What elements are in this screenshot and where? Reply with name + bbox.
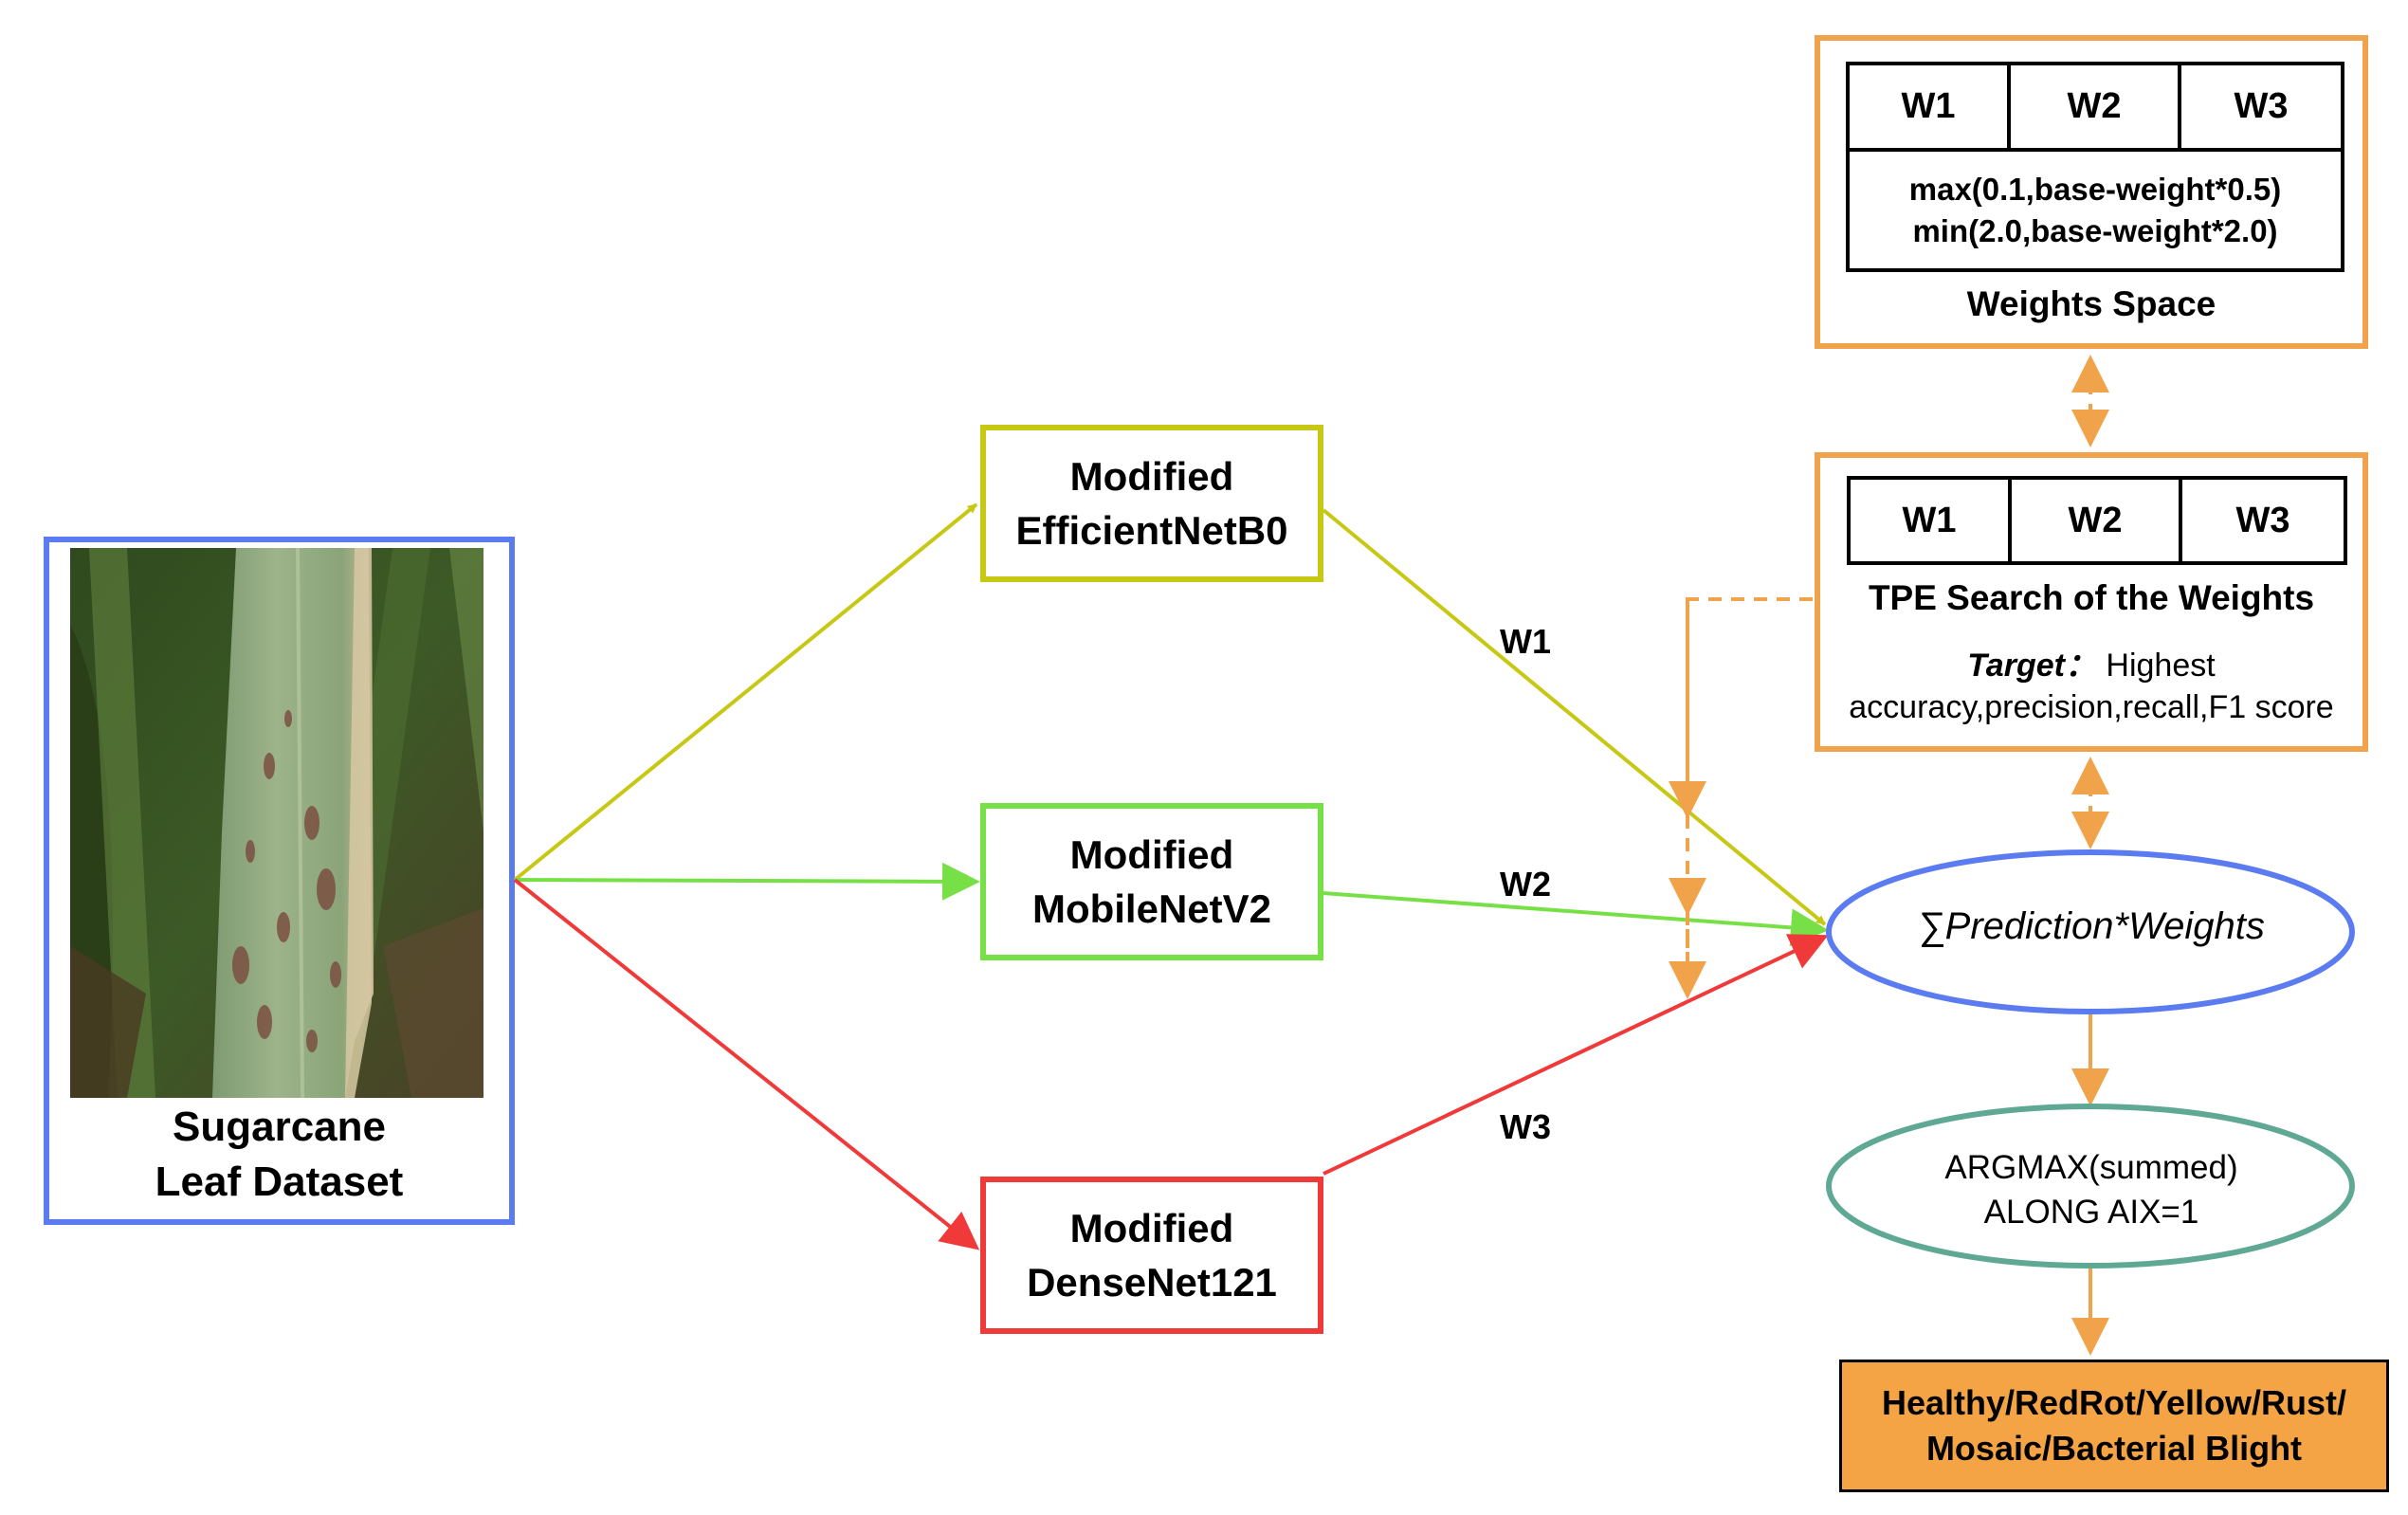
tpe-target-line: Target： Highest	[1815, 645, 2368, 686]
tpe-search-box	[1815, 452, 2368, 752]
weights-space-header-row: W1 W2 W3	[1850, 65, 2341, 152]
model-mobilenetv2-line2: MobileNetV2	[1031, 886, 1272, 931]
model-densenet121-line2: DenseNet121	[1027, 1260, 1277, 1305]
arrow-dataset-to-efficientnet	[513, 502, 978, 882]
argmax-line2: ALONG AIX=1	[1983, 1194, 2199, 1231]
model-densenet121-line1: Modified	[1069, 1206, 1234, 1250]
weights-space-formula-line1: max(0.1,base-weight*0.5)	[1908, 171, 2282, 207]
tpe-header-w1: W1	[1851, 480, 2012, 561]
arrow-efficientnet-to-ensemble	[1322, 508, 1827, 926]
dataset-label-line1: Sugarcane	[173, 1104, 386, 1150]
model-efficientnetb0: Modified EfficientNetB0	[980, 425, 1323, 582]
weights-space-formula: max(0.1,base-weight*0.5) min(2.0,base-we…	[1850, 152, 2341, 268]
tpe-header-w2: W2	[2012, 480, 2182, 561]
tpe-weights-table: W1 W2 W3	[1847, 476, 2347, 565]
tpe-target-metrics: accuracy,precision,recall,F1 score	[1849, 689, 2334, 725]
dashed-tpe-to-weights	[1686, 597, 1813, 991]
output-classes-box: Healthy/RedRot/Yellow/Rust/ Mosaic/Bacte…	[1839, 1360, 2389, 1492]
argmax-text: ARGMAX(summed) ALONG AIX=1	[1830, 1145, 2353, 1234]
output-line1: Healthy/RedRot/Yellow/Rust/	[1881, 1383, 2347, 1422]
weights-space-header-w1: W1	[1850, 65, 2011, 148]
model-mobilenetv2: Modified MobileNetV2	[980, 803, 1323, 960]
weights-space-header-w2: W2	[2011, 65, 2181, 148]
weights-space-header-w3: W3	[2234, 86, 2289, 126]
dataset-label: Sugarcane Leaf Dataset	[44, 1100, 515, 1210]
model-mobilenetv2-line1: Modified	[1069, 832, 1234, 877]
model-efficientnetb0-line1: Modified	[1069, 454, 1234, 499]
weights-space-table: W1 W2 W3 max(0.1,base-weight*0.5) min(2.…	[1846, 62, 2344, 272]
argmax-ellipse	[1826, 1104, 2355, 1269]
tpe-target-value: Highest	[2106, 648, 2216, 684]
weights-space-formula-line2: min(2.0,base-weight*2.0)	[1912, 212, 2278, 248]
output-line2: Mosaic/Bacterial Blight	[1925, 1429, 2303, 1468]
weight-label-w2: W2	[1500, 865, 1551, 904]
arrow-dataset-to-densenet	[513, 878, 980, 1250]
ensemble-ellipse	[1826, 849, 2355, 1014]
weights-space-title: Weights Space	[1966, 284, 2216, 323]
argmax-line1: ARGMAX(summed)	[1944, 1149, 2238, 1186]
weight-label-w1: W1	[1500, 622, 1551, 661]
ensemble-formula: ∑Prediction*Weights	[1918, 905, 2265, 947]
model-densenet121: Modified DenseNet121	[980, 1177, 1323, 1334]
tpe-target-label: Target：	[1967, 648, 2097, 684]
arrow-densenet-to-ensemble	[1323, 934, 1829, 1176]
tpe-target: Target： Highest accuracy,precision,recal…	[1815, 645, 2368, 728]
arrow-dataset-to-mobilenet	[514, 862, 980, 901]
sugarcane-leaf-image	[70, 548, 483, 1098]
model-efficientnetb0-line2: EfficientNetB0	[1015, 508, 1288, 553]
weight-label-w3: W3	[1500, 1107, 1551, 1146]
tpe-title: TPE Search of the Weights	[1868, 578, 2315, 617]
dataset-label-line2: Leaf Dataset	[155, 1159, 404, 1205]
weights-space-box	[1815, 35, 2368, 349]
tpe-header-w3: W3	[2235, 500, 2290, 540]
arrow-mobilenet-to-ensemble	[1323, 891, 1829, 947]
